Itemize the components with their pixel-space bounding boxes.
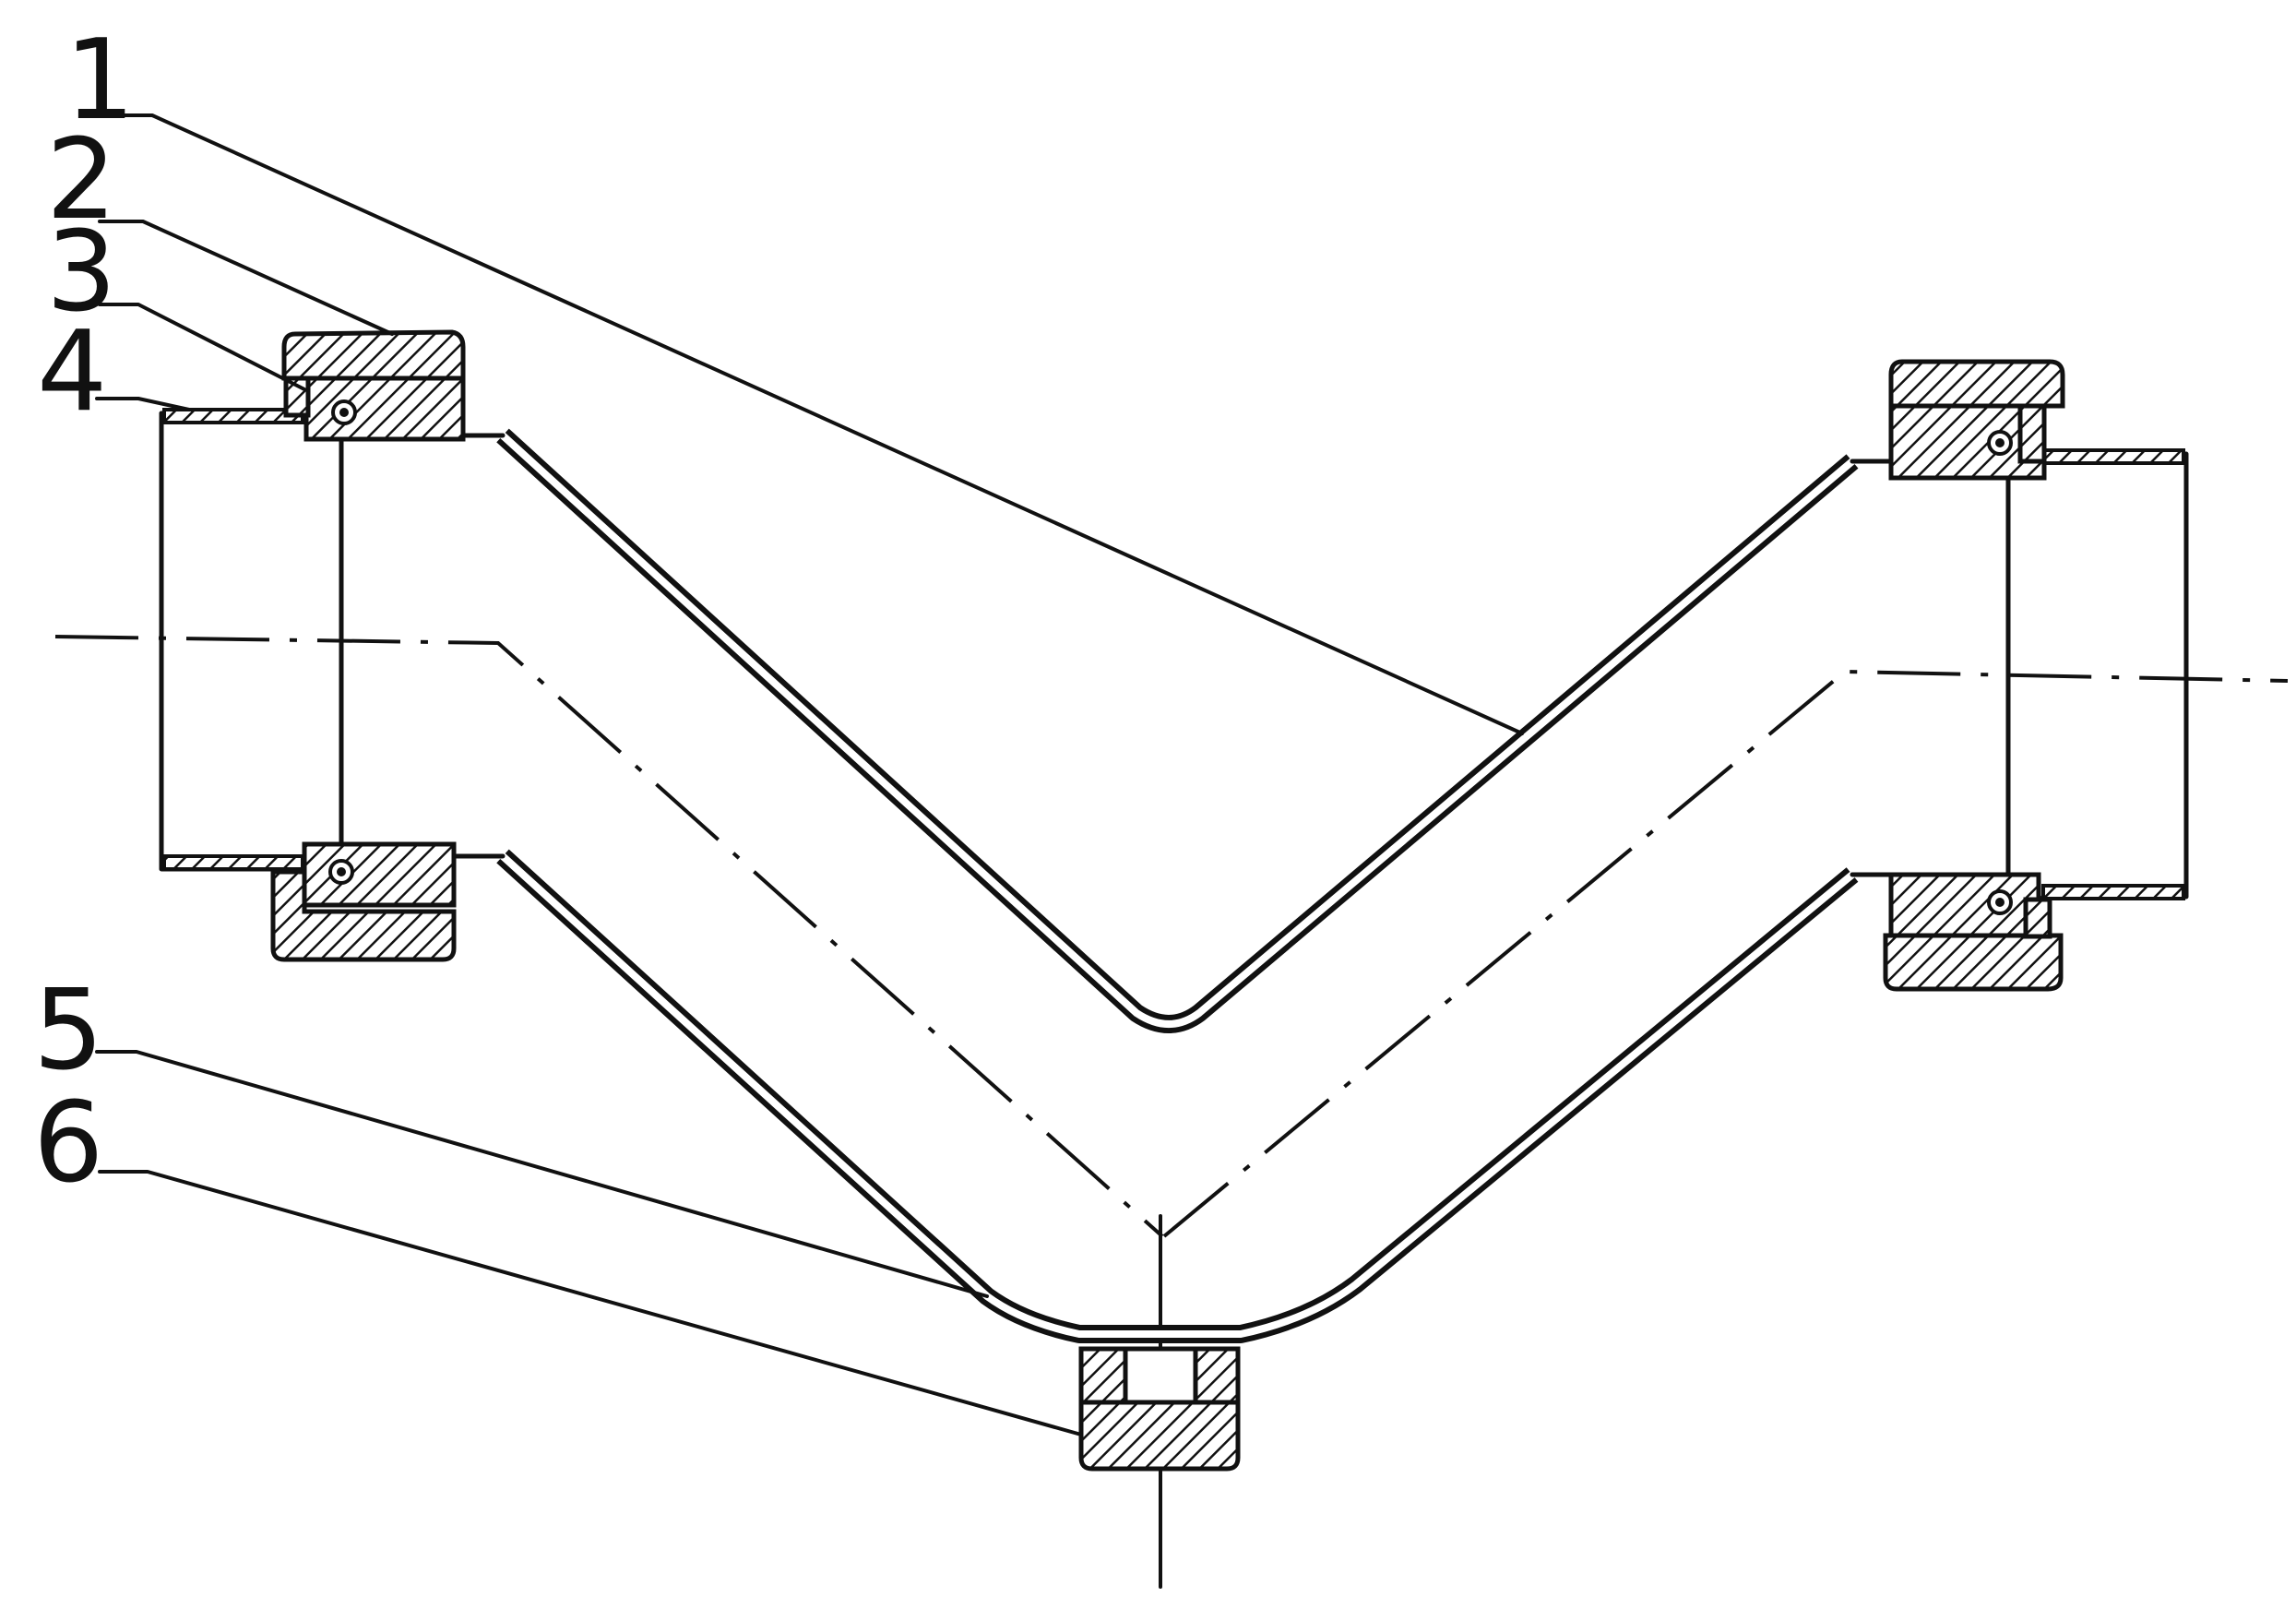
drain-fitting bbox=[1078, 1346, 1241, 1472]
right-top-nut bbox=[1888, 359, 2065, 409]
leader-1 bbox=[109, 113, 1524, 735]
label-6: 6 bbox=[33, 1079, 103, 1208]
label-4: 4 bbox=[37, 308, 107, 436]
leader-2 bbox=[98, 220, 394, 336]
right-bottom-union bbox=[1883, 872, 2064, 992]
drain-plug bbox=[1078, 1346, 1241, 1472]
lower-wall-outer bbox=[496, 849, 1859, 1343]
part-labels: 1 2 3 4 5 6 bbox=[33, 17, 135, 1208]
left-pipe-end bbox=[159, 377, 506, 881]
left-top-ring bbox=[303, 375, 466, 442]
label-5: 5 bbox=[33, 967, 103, 1095]
pipe-body bbox=[496, 428, 1859, 1343]
right-top-union bbox=[1888, 359, 2065, 481]
right-bottom-nut bbox=[1883, 933, 2064, 992]
left-top-nut bbox=[281, 329, 466, 381]
leader-6 bbox=[98, 1170, 1083, 1436]
leader-5 bbox=[95, 1050, 989, 1298]
left-top-union bbox=[281, 329, 466, 442]
right-bottom-ring bbox=[1888, 872, 2041, 938]
leader-lines bbox=[95, 113, 1524, 1436]
upper-wall-outer bbox=[496, 428, 1859, 1033]
right-pipe-end bbox=[1850, 429, 2189, 935]
leader-4 bbox=[95, 397, 191, 411]
right-top-collar bbox=[2017, 403, 2047, 464]
lower-wall-inner bbox=[500, 853, 1855, 1338]
label-2: 2 bbox=[46, 116, 116, 244]
left-stub-bottom-wall bbox=[162, 854, 304, 871]
left-stub-top-wall bbox=[162, 408, 304, 424]
right-bottom-collar bbox=[2023, 897, 2052, 939]
centerline-left bbox=[54, 635, 1164, 1238]
leader-3 bbox=[98, 303, 306, 391]
left-bottom-nut bbox=[270, 869, 457, 962]
left-bottom-union bbox=[270, 841, 457, 962]
drain-bore bbox=[1123, 1346, 1198, 1405]
right-stub-top-wall bbox=[2041, 448, 2185, 465]
centerline-right bbox=[1162, 669, 2289, 1238]
label-1: 1 bbox=[65, 17, 135, 145]
upper-wall-inner bbox=[500, 433, 1855, 1028]
left-bottom-ring bbox=[302, 841, 457, 908]
label-3: 3 bbox=[46, 209, 116, 337]
right-stub-bottom-wall bbox=[2041, 884, 2185, 900]
